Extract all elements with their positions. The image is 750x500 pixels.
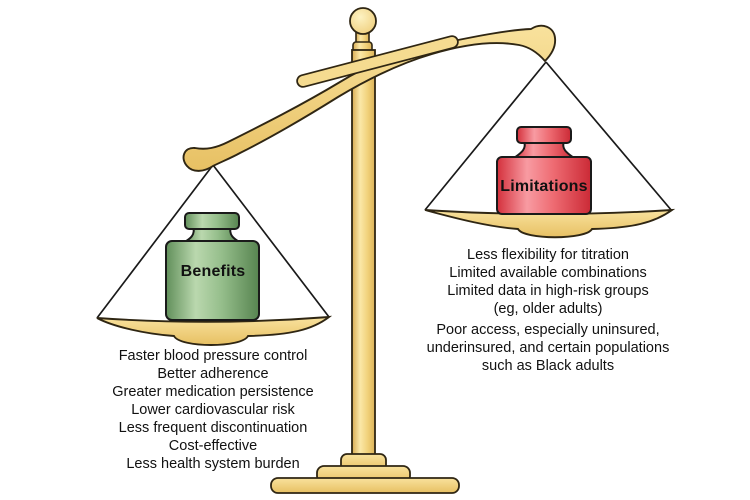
limitations-item: Poor access, especially uninsured, [436, 322, 660, 338]
limitations-item: Less flexibility for titration [467, 247, 629, 263]
benefits-item: Better adherence [157, 366, 269, 382]
benefits-item: Less frequent discontinuation [118, 420, 308, 436]
benefits-weight-label: Benefits [180, 263, 246, 280]
limitations-list: Less flexibility for titration Limited a… [393, 246, 703, 375]
benefits-item: Lower cardiovascular risk [131, 402, 295, 418]
left-pan [96, 315, 333, 346]
base-plate [270, 477, 460, 494]
limitations-item: Limited available combinations [449, 265, 647, 281]
limitations-weight-cap [516, 126, 572, 144]
limitations-item-wrap: underinsured, and certain populations [426, 340, 670, 356]
limitations-weight-body [496, 156, 592, 215]
limitations-item-wrap: such as Black adults [481, 358, 615, 374]
balance-beam [182, 24, 557, 172]
right-pan-strings [424, 61, 673, 212]
limitations-item-wrap: (eg, older adults) [493, 301, 603, 317]
beam-top-strip [298, 37, 457, 86]
benefits-item: Greater medication persistence [112, 384, 314, 400]
finial-ball [349, 7, 377, 35]
benefits-item: Less health system burden [126, 456, 300, 472]
limitations-item: Limited data in high-risk groups [447, 283, 649, 299]
benefits-item: Faster blood pressure control [118, 348, 308, 364]
limitations-weight-label: Limitations [500, 178, 588, 195]
benefits-weight [165, 212, 260, 321]
benefits-item: Cost-effective [168, 438, 258, 454]
left-pan-strings [96, 164, 330, 319]
benefits-list: Faster blood pressure control Better adh… [58, 347, 368, 473]
limitations-weight [496, 126, 592, 215]
benefits-weight-cap [184, 212, 240, 230]
benefits-weight-body [165, 240, 260, 321]
